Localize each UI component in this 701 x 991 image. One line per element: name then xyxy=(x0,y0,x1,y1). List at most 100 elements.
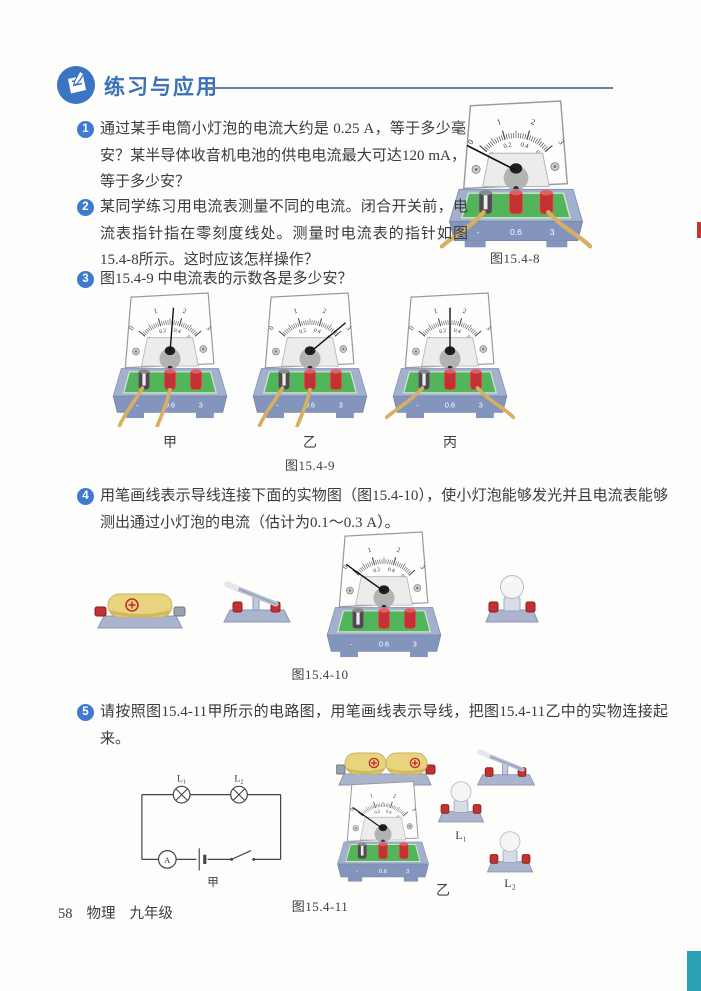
svg-text:0.6: 0.6 xyxy=(510,227,522,237)
svg-text:0.4: 0.4 xyxy=(313,328,321,336)
meter-base: - 0.6 3 xyxy=(448,188,584,248)
svg-text:1: 1 xyxy=(293,308,299,316)
question-5-text: 请按照图15.4-11甲所示的电路图，用笔画线表示导线，把图15.4-11乙中的… xyxy=(100,704,668,747)
svg-text:3: 3 xyxy=(410,807,417,813)
question-1-text: 通过某手电筒小灯泡的电流大约是 0.25 A，等于多少毫安？某半导体收音机电池的… xyxy=(100,121,466,191)
svg-text:0: 0 xyxy=(342,564,350,571)
question-3-text: 图15.4-9 中电流表的示数各是多少安？ xyxy=(100,271,353,287)
bulb-L2-label: L₂ xyxy=(504,876,516,890)
svg-text:0.4: 0.4 xyxy=(453,328,461,336)
svg-text:3: 3 xyxy=(199,401,203,410)
ammeter-symbol xyxy=(157,849,177,869)
meter-face: 012300.20.40.6 A xyxy=(462,100,569,192)
lamp-L1-label: L₁ xyxy=(177,774,186,785)
meter-base: - 0.6 3 xyxy=(337,841,429,882)
svg-text:2: 2 xyxy=(392,793,397,800)
svg-text:0.2: 0.2 xyxy=(159,328,167,336)
svg-text:0.6: 0.6 xyxy=(379,640,389,649)
meter-needle xyxy=(345,563,385,592)
meter-face: 012300.20.40.6 A xyxy=(264,292,355,371)
page-edge-mark xyxy=(697,222,701,238)
meter-face: 012300.20.40.6 A xyxy=(346,780,419,844)
svg-text:-: - xyxy=(350,640,353,649)
header-rule xyxy=(207,87,613,89)
knife-switch-2 xyxy=(474,745,538,787)
page-footer: 58 物理九年级 xyxy=(58,902,187,923)
meter-needle xyxy=(466,144,517,172)
corner-tab xyxy=(687,951,701,991)
svg-text:-: - xyxy=(356,869,358,875)
svg-text:0.2: 0.2 xyxy=(374,808,381,814)
svg-text:0.6: 0.6 xyxy=(445,401,455,410)
ammeter-yi: 012300.20.40.6 A - 0.6 3 xyxy=(245,289,375,427)
meter-needle xyxy=(352,806,384,830)
question-5-number: 5 xyxy=(77,704,94,721)
meter-needle xyxy=(169,307,175,353)
svg-text:3: 3 xyxy=(550,227,555,237)
svg-text:0.4: 0.4 xyxy=(173,328,181,336)
bulb-L1-label: L₁ xyxy=(455,828,467,842)
svg-text:1: 1 xyxy=(433,308,439,316)
lamp-symbol-L1 xyxy=(172,785,191,804)
svg-text:0.2: 0.2 xyxy=(503,141,513,150)
footer-grade: 九年级 xyxy=(129,906,174,922)
svg-text:-: - xyxy=(416,401,419,410)
ammeter-symbol-label: A xyxy=(164,856,170,865)
svg-text:3: 3 xyxy=(344,325,352,332)
circuit-diagram: L₁ L₂ A 甲 xyxy=(128,762,313,892)
question-4-text: 用笔画线表示导线连接下面的实物图（图15.4-10），使小灯泡能够发光并且电流表… xyxy=(100,488,668,531)
question-2-text: 某同学练习用电流表测量不同的电流。闭合开关前，电流表指针指在零刻度线处。测量时电… xyxy=(100,199,468,269)
meter-face: 012300.20.40.6 A xyxy=(338,531,429,610)
ammeter-graphic: 012300.20.40.6 A - 0.6 3 xyxy=(112,292,228,427)
ammeter-bing: 012300.20.40.6 A - 0.6 3 xyxy=(385,289,515,427)
ammeter-graphic: 012300.20.40.6 A - 0.6 3 xyxy=(326,531,442,658)
circuit-wires xyxy=(141,794,282,860)
svg-text:3: 3 xyxy=(204,325,212,332)
svg-text:0: 0 xyxy=(128,325,136,332)
fig11-right-label: 乙 xyxy=(436,884,450,899)
svg-text:-: - xyxy=(477,227,480,237)
meter-base: - 0.6 3 xyxy=(392,368,508,419)
svg-text:3: 3 xyxy=(484,325,492,332)
fig8-caption: 图15.4-8 xyxy=(489,251,541,266)
svg-text:0.4: 0.4 xyxy=(386,808,393,815)
svg-text:3: 3 xyxy=(339,401,343,410)
svg-text:0.6: 0.6 xyxy=(379,869,387,875)
footer-page-number: 58 xyxy=(58,906,73,922)
question-1-number: 1 xyxy=(77,121,94,138)
svg-text:3: 3 xyxy=(413,640,417,649)
lamp-symbol-L2 xyxy=(230,785,248,804)
meter-base: - 0.6 3 xyxy=(112,368,228,419)
battery-pack xyxy=(336,748,436,788)
svg-text:0.2: 0.2 xyxy=(439,328,447,336)
meter-needle xyxy=(309,322,347,353)
svg-text:1: 1 xyxy=(369,793,374,800)
svg-text:3: 3 xyxy=(556,138,566,147)
ammeter-graphic: 012300.20.40.6 A - 0.6 3 xyxy=(440,100,592,249)
ammeter-graphic: 012300.20.40.6 A - 0.6 3 xyxy=(385,292,515,420)
svg-text:2: 2 xyxy=(462,308,468,316)
svg-text:3: 3 xyxy=(479,401,483,410)
battery-cell xyxy=(94,586,186,632)
meter-face: 012300.20.40.6 A xyxy=(124,292,215,371)
question-2-number: 2 xyxy=(77,199,94,216)
ammeter-fig8: 012300.20.40.6 A - 0.6 3 xyxy=(440,96,592,258)
light-bulb xyxy=(482,574,542,624)
ammeter-fig10: 012300.20.40.6 A - 0.6 3 xyxy=(319,528,449,666)
fig10-caption: 图15.4-10 xyxy=(291,667,349,682)
fig11-left-label: 甲 xyxy=(207,876,219,889)
svg-text:1: 1 xyxy=(153,308,159,316)
page-title: 练习与应用 xyxy=(104,76,219,99)
ammeter-graphic: 012300.20.40.6 A - 0.6 3 xyxy=(337,780,429,882)
svg-text:1: 1 xyxy=(496,117,503,127)
svg-text:1: 1 xyxy=(367,547,373,555)
footer-subject: 物理 xyxy=(86,906,116,922)
question-4-number: 4 xyxy=(77,488,94,505)
svg-text:2: 2 xyxy=(182,308,188,316)
question-3-number: 3 xyxy=(77,271,94,288)
svg-text:2: 2 xyxy=(322,308,328,316)
svg-text:0.6: 0.6 xyxy=(165,401,175,410)
svg-text:3: 3 xyxy=(418,564,426,571)
svg-text:-: - xyxy=(136,401,139,410)
